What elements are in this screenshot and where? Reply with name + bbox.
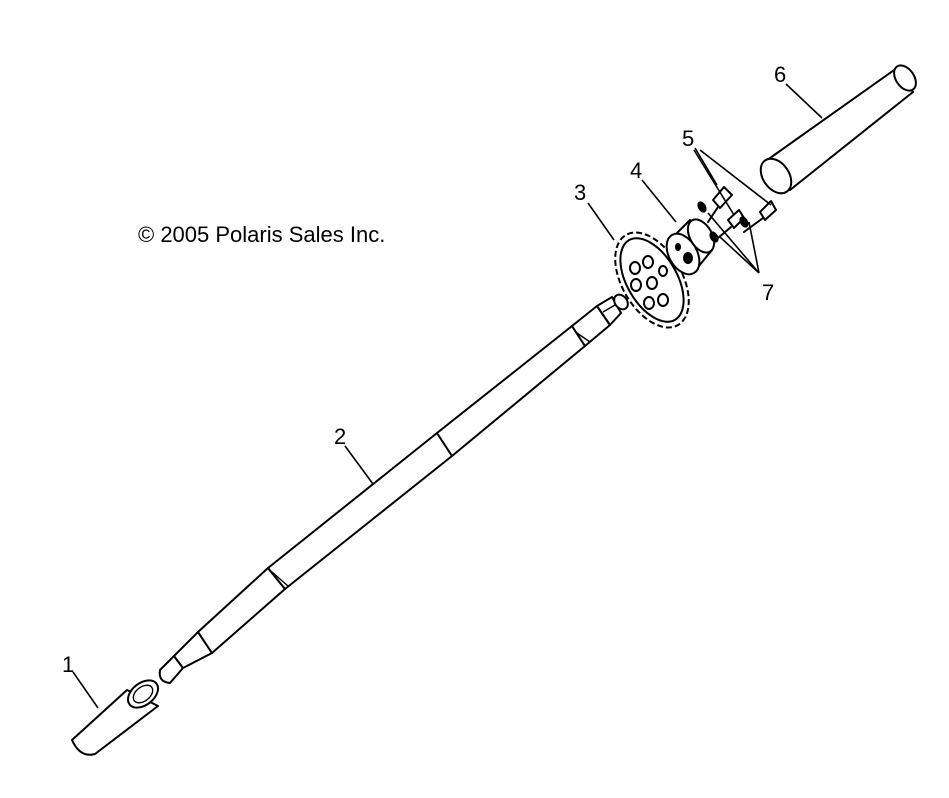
part-6-bearing-sleeve <box>759 64 917 195</box>
callout-6: 6 <box>774 62 786 87</box>
leader-lines <box>72 83 823 709</box>
part-7-washers <box>697 201 749 243</box>
part-1-bearing-sleeve <box>71 679 160 756</box>
part-3-sprocket <box>614 231 690 329</box>
callout-5: 5 <box>682 126 694 151</box>
callout-2: 2 <box>334 424 346 449</box>
callout-1: 1 <box>62 652 74 677</box>
part-4-hub <box>665 218 716 276</box>
copyright-text: © 2005 Polaris Sales Inc. <box>138 222 385 247</box>
callout-3: 3 <box>574 180 586 205</box>
part-2-axle-shaft <box>158 293 629 684</box>
callout-4: 4 <box>630 158 642 183</box>
callout-7: 7 <box>762 280 774 305</box>
part-5-bolts <box>707 186 777 239</box>
